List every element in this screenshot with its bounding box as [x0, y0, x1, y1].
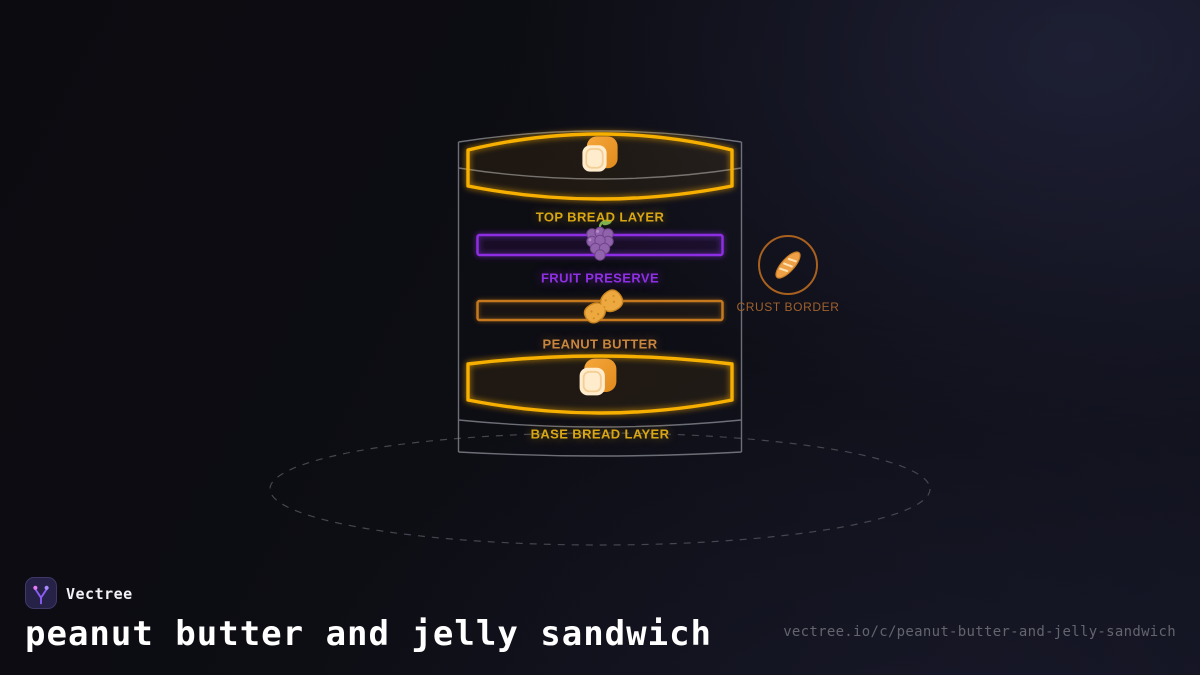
bread-icon — [582, 136, 618, 172]
grapes-icon — [586, 219, 614, 261]
crust-border-circle — [758, 235, 818, 295]
vectree-branch-icon — [33, 585, 49, 605]
top-bread-label: TOP BREAD LAYER — [535, 209, 665, 225]
bread-icon — [579, 358, 617, 396]
page-title: peanut butter and jelly sandwich — [25, 614, 713, 654]
peanut-butter-label: PEANUT BUTTER — [542, 336, 658, 352]
base-bread-label: BASE BREAD LAYER — [530, 426, 670, 442]
share-url[interactable]: vectree.io/c/peanut-butter-and-jelly-san… — [783, 624, 1176, 640]
crust-border-label: CRUST BORDER — [736, 300, 840, 314]
brand-name: Vectree — [66, 585, 133, 603]
fruit-preserve-label: FRUIT PRESERVE — [540, 270, 660, 286]
baguette-icon — [775, 251, 801, 279]
peanut-icon — [583, 289, 624, 324]
plate-dashed-ellipse — [269, 432, 931, 546]
brand-logo[interactable] — [25, 577, 57, 609]
